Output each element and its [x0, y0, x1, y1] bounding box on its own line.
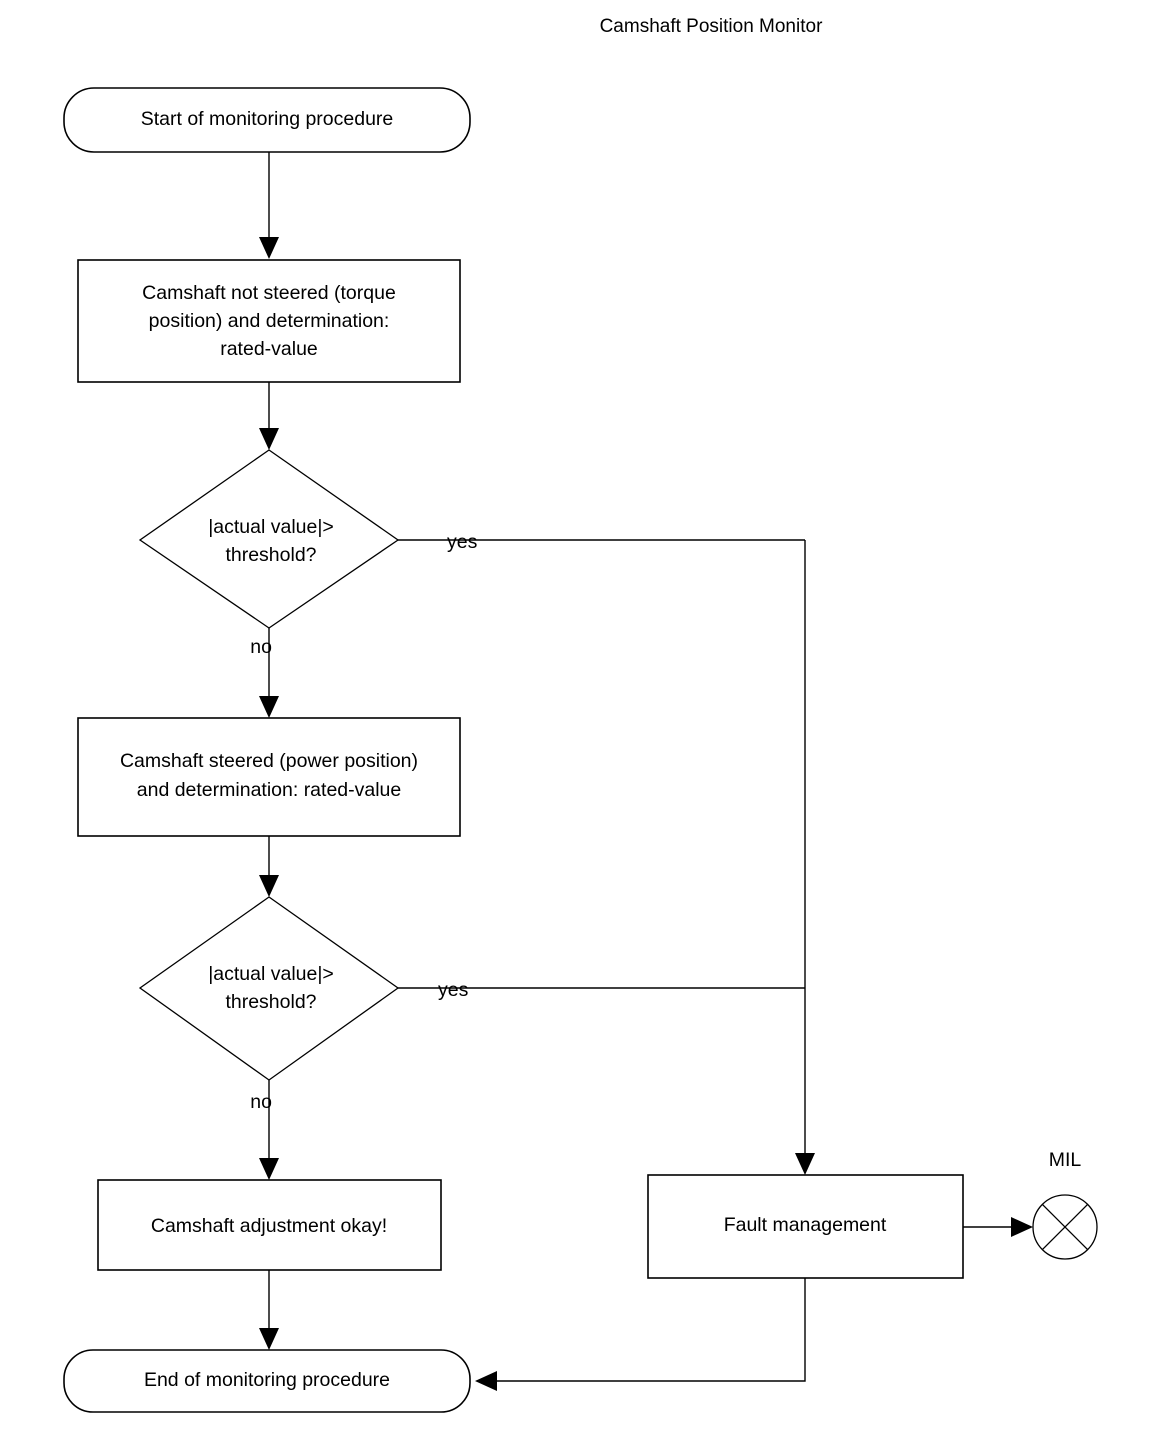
decision-two-shape — [138, 896, 400, 1081]
edge-fault-to-mil — [963, 1217, 1033, 1237]
node-okay[interactable]: Camshaft adjustment okay! — [97, 1179, 442, 1271]
edge-process-power-to-decision-two — [259, 836, 279, 897]
edge-right-bus-to-fault — [795, 540, 815, 1175]
decision-one-no-label: no — [250, 636, 272, 658]
decision-two-no-label: no — [250, 1091, 272, 1113]
edge-start-to-process-torque — [259, 152, 279, 259]
start-node-label: Start of monitoring procedure — [141, 108, 394, 130]
edge-fault-to-end — [475, 1278, 806, 1391]
diagram-title: Camshaft Position Monitor — [600, 16, 823, 37]
decision-one-line1: |actual value|> — [208, 516, 334, 538]
process-torque-shape — [77, 259, 461, 383]
okay-shape — [97, 1179, 442, 1271]
edge-decision-one-no — [259, 628, 279, 718]
process-torque-line1: Camshaft not steered (torque — [142, 282, 396, 304]
start-node-shape — [63, 87, 471, 153]
decision-two-line1: |actual value|> — [208, 963, 334, 985]
node-process-power[interactable]: Camshaft steered (power position) and de… — [77, 717, 461, 837]
process-power-line2: and determination: rated-value — [137, 779, 402, 801]
edge-process-torque-to-decision-one — [259, 382, 279, 450]
node-mil-lamp[interactable]: MIL — [1032, 1149, 1098, 1260]
decision-two-line2: threshold? — [225, 991, 316, 1013]
okay-label: Camshaft adjustment okay! — [151, 1215, 387, 1237]
mil-lamp-cross-2 — [1041, 1203, 1089, 1251]
mil-label: MIL — [1049, 1149, 1082, 1171]
edge-decision-two-no — [259, 1080, 279, 1180]
fault-management-label: Fault management — [724, 1214, 887, 1236]
decision-one-yes-label: yes — [447, 531, 478, 553]
process-power-line1: Camshaft steered (power position) — [120, 750, 418, 772]
node-process-torque[interactable]: Camshaft not steered (torque position) a… — [77, 259, 461, 383]
fault-management-shape — [647, 1174, 964, 1279]
end-node-label: End of monitoring procedure — [144, 1369, 390, 1391]
process-torque-line3: rated-value — [220, 338, 318, 360]
node-end[interactable]: End of monitoring procedure — [63, 1349, 471, 1413]
process-torque-line2: position) and determination: — [149, 310, 390, 332]
end-node-shape — [63, 1349, 471, 1413]
decision-one-line2: threshold? — [225, 544, 316, 566]
decision-two-yes-label: yes — [438, 979, 469, 1001]
edge-okay-to-end — [259, 1270, 279, 1350]
node-decision-one[interactable]: |actual value|> threshold? — [138, 449, 400, 629]
decision-one-shape — [138, 449, 400, 629]
node-decision-two[interactable]: |actual value|> threshold? — [138, 896, 400, 1081]
node-start[interactable]: Start of monitoring procedure — [63, 87, 471, 153]
process-power-shape — [77, 717, 461, 837]
node-fault-management[interactable]: Fault management — [647, 1174, 964, 1279]
